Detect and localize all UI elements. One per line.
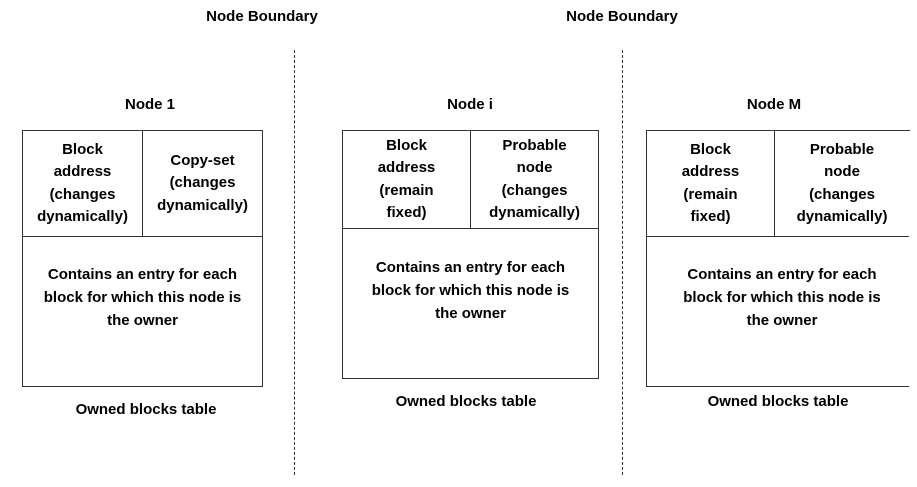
node-i-table-header: Block address (remain fixed) Probable no… (343, 131, 598, 229)
node-i-caption: Owned blocks table (395, 393, 537, 410)
node-m-table-cut-edge (906, 130, 910, 131)
node-boundary-line-2 (622, 50, 623, 475)
node-m-caption: Owned blocks table (707, 393, 849, 410)
node-boundary-label-1: Node Boundary (206, 8, 318, 25)
node-1-title: Node 1 (124, 96, 176, 113)
node-i-owned-blocks-table: Block address (remain fixed) Probable no… (342, 130, 599, 379)
node-m-owned-blocks-table: Block address (remain fixed) Probable no… (646, 130, 909, 387)
node-m-title: Node M (746, 96, 802, 113)
node-1-table-header: Block address (changes dynamically) Copy… (23, 131, 262, 237)
node-i-probable-node-column: Probable node (changes dynamically) (489, 136, 580, 222)
node-1-block-address-column: Block address (changes dynamically) (23, 131, 143, 236)
node-m-block-address-column: Block address (remain fixed) (647, 131, 775, 236)
node-boundary-line-1 (294, 50, 295, 475)
node-i-title: Node i (447, 96, 493, 113)
node-m-probable-node-column: Probable node (changes dynamically) (796, 140, 888, 226)
node-m-table-header: Block address (remain fixed) Probable no… (647, 131, 909, 237)
node-1-copy-set-column: Copy-set (changes dynamically) (157, 151, 248, 214)
node-1-table-description: Contains an entry for each block for whi… (43, 266, 242, 329)
node-i-table-description: Contains an entry for each block for whi… (371, 259, 570, 322)
node-boundary-label-2: Node Boundary (566, 8, 678, 25)
node-1-caption: Owned blocks table (75, 401, 217, 418)
node-1-owned-blocks-table: Block address (changes dynamically) Copy… (22, 130, 263, 387)
node-m-table-description: Contains an entry for each block for whi… (683, 266, 881, 329)
node-i-block-address-column: Block address (remain fixed) (343, 131, 471, 228)
